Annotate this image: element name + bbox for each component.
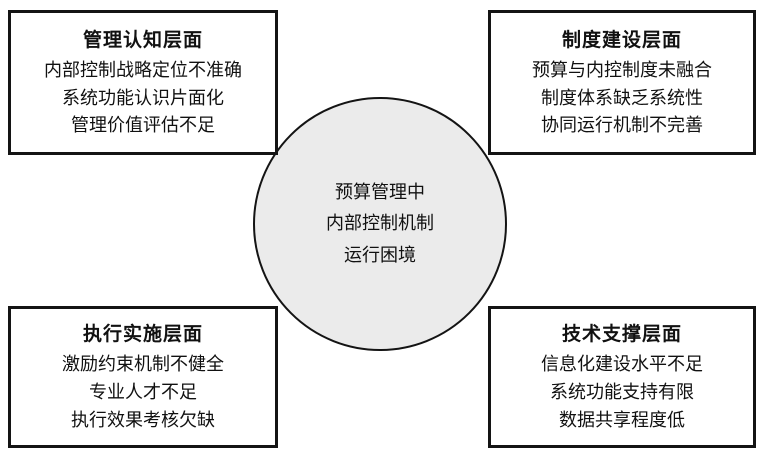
box-management-cognition: 管理认知层面 内部控制战略定位不准确 系统功能认识片面化 管理价值评估不足: [8, 10, 278, 155]
center-circle-line: 内部控制机制: [326, 213, 434, 234]
box-title: 制度建设层面: [561, 29, 682, 51]
box-line: 协同运行机制不完善: [541, 115, 703, 136]
box-line: 管理价值评估不足: [71, 115, 215, 136]
center-circle-line: 预算管理中: [335, 181, 425, 202]
center-circle: 预算管理中 内部控制机制 运行困境: [253, 97, 507, 351]
box-execution-implementation: 执行实施层面 激励约束机制不健全 专业人才不足 执行效果考核欠缺: [8, 306, 278, 448]
box-technical-support: 技术支撑层面 信息化建设水平不足 系统功能支持有限 数据共享程度低: [488, 306, 756, 448]
box-line: 信息化建设水平不足: [541, 354, 703, 375]
center-circle-line: 运行困境: [344, 244, 416, 265]
box-line: 内部控制战略定位不准确: [44, 59, 242, 80]
box-title: 执行实施层面: [82, 324, 203, 346]
box-line: 制度体系缺乏系统性: [541, 87, 703, 108]
box-line: 系统功能支持有限: [550, 382, 694, 403]
box-line: 预算与内控制度未融合: [532, 59, 712, 80]
box-line: 系统功能认识片面化: [62, 87, 224, 108]
box-line: 执行效果考核欠缺: [71, 409, 215, 430]
box-line: 专业人才不足: [89, 382, 197, 403]
box-institution-building: 制度建设层面 预算与内控制度未融合 制度体系缺乏系统性 协同运行机制不完善: [488, 10, 756, 155]
box-title: 管理认知层面: [82, 29, 203, 51]
box-line: 激励约束机制不健全: [62, 354, 224, 375]
box-line: 数据共享程度低: [559, 409, 685, 430]
box-title: 技术支撑层面: [561, 324, 682, 346]
